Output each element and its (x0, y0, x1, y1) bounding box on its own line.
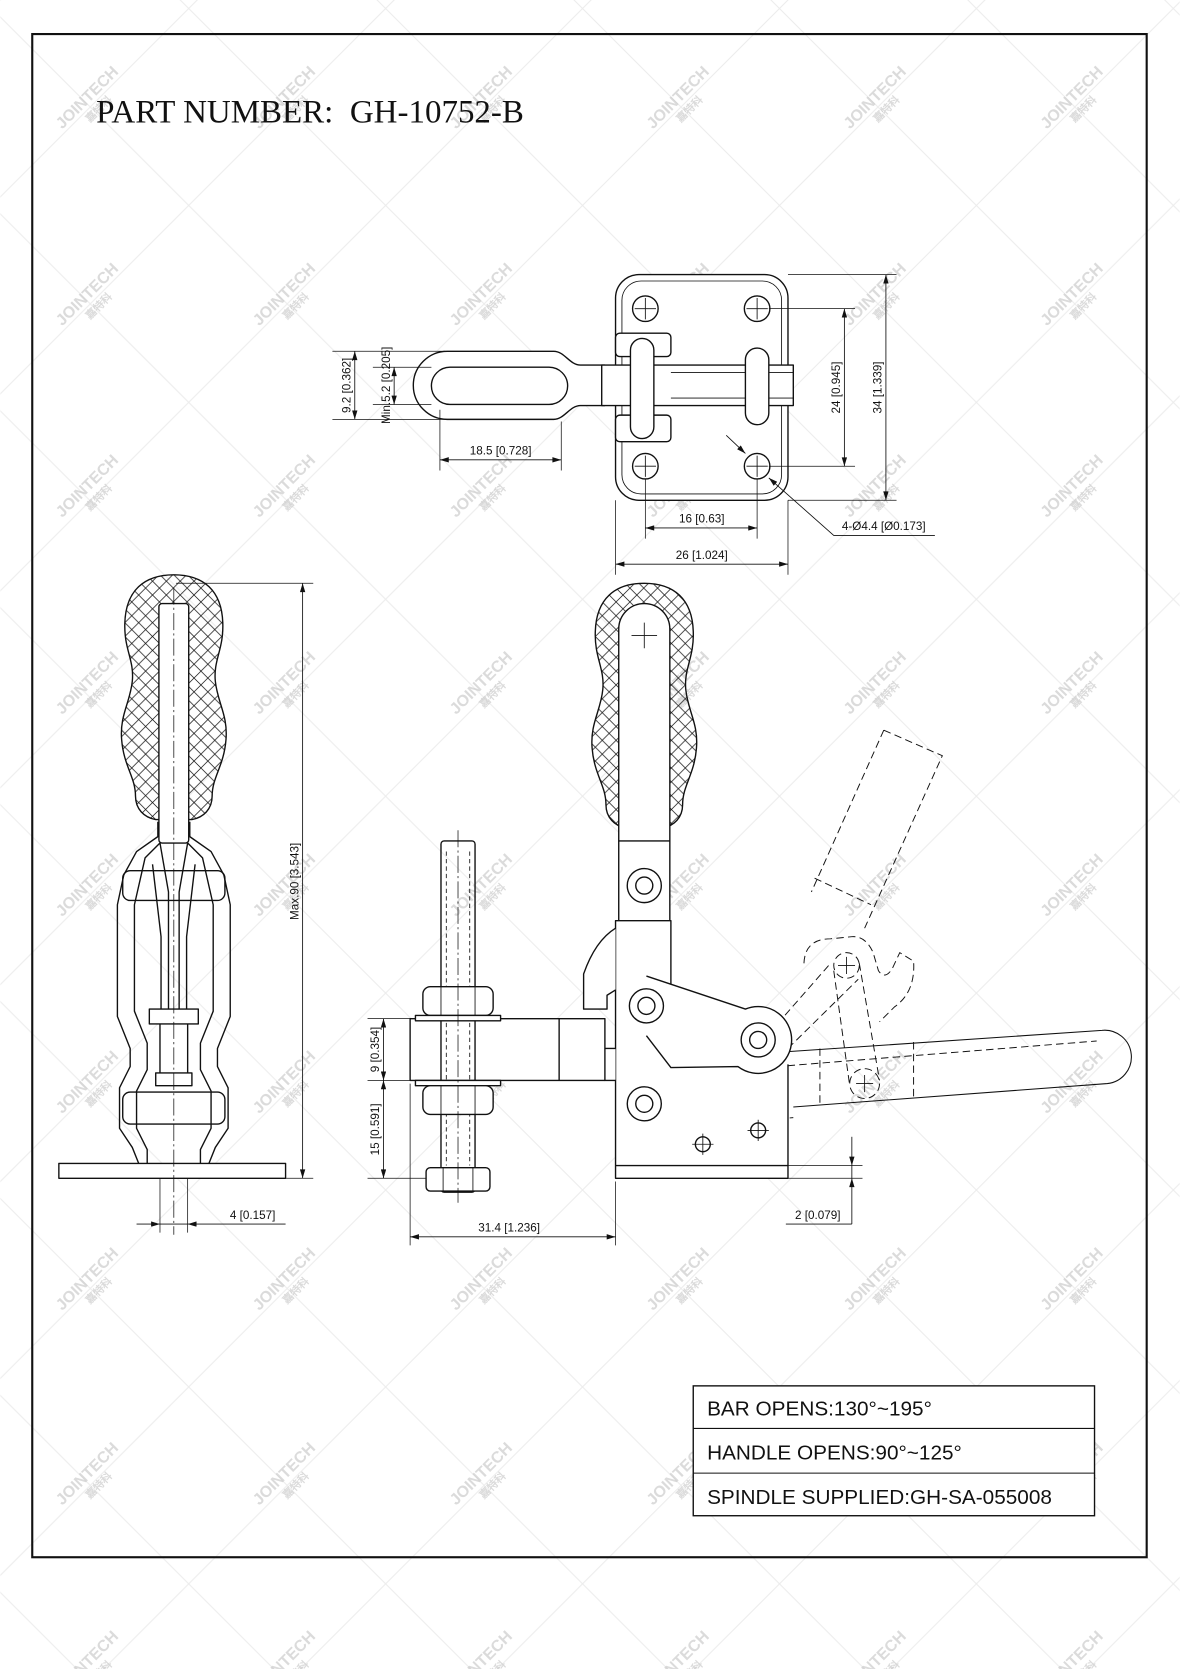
mounting-hole (631, 295, 659, 323)
clamp-bar-edge (670, 372, 794, 399)
dim-label: 9 [0.354] (369, 1027, 382, 1073)
pivot (626, 867, 663, 904)
dim-label: 18.5 [0.728] (470, 445, 532, 458)
grip-center-mark (631, 622, 658, 649)
base-foot (58, 1162, 287, 1179)
hex-nut-faces (440, 1085, 476, 1115)
part-number-title: PART NUMBER: GH-10752-B (96, 94, 524, 130)
dim-label: 4 [0.157] (230, 1209, 276, 1222)
base-hole-marks (692, 1119, 769, 1155)
pivot-pin (629, 337, 655, 440)
hole-center-marks (634, 298, 768, 477)
dim-label: 9.2 [0.362] (341, 358, 354, 413)
pivot-pin-head (748, 1030, 768, 1050)
side-plate-outer (189, 821, 231, 1164)
hole-leader (725, 435, 746, 454)
pivot-pin-head (635, 1094, 654, 1114)
spec-handle-opens: HANDLE OPENS:90°~125° (707, 1441, 962, 1464)
dim-label: 4-Ø4.4 [Ø0.173] (842, 520, 926, 533)
side-plate-outer (116, 821, 159, 1164)
lever-hook (582, 927, 616, 1010)
dim-label: 31.4 [1.236] (478, 1222, 540, 1235)
open-clamp-bar (787, 1029, 1132, 1108)
hex-nut-faces (440, 986, 476, 1016)
extension-lines (332, 274, 897, 575)
spec-bar-opens: BAR OPENS:130°~195° (707, 1398, 932, 1421)
side-plate-inner (133, 842, 161, 1164)
pivot (626, 1086, 663, 1122)
dim-label: 2 [0.079] (795, 1209, 841, 1222)
hole-leader (768, 477, 935, 536)
dim-label: Min.5.2 [0.205] (380, 347, 393, 424)
open-pivot (849, 1068, 880, 1099)
spindle-tip-nut-faces (442, 1167, 474, 1192)
side-view: Max.90 [3.543] 4 [0.157] (58, 574, 314, 1235)
side-plate-inner (187, 842, 214, 1164)
pivot-pin-head (637, 996, 656, 1016)
handle-loop-slot (430, 366, 569, 406)
dim-label: Max.90 [3.543] (288, 843, 301, 920)
pivot (740, 1022, 776, 1058)
spec-spindle-supplied: SPINDLE SUPPLIED:GH-SA-055008 (707, 1486, 1052, 1509)
drawing-border (31, 32, 1148, 1559)
link-arms (151, 842, 196, 1073)
top-view: 9.2 [0.362] Min.5.2 [0.205] 18.5 [0.728]… (332, 273, 935, 575)
open-link (776, 962, 880, 1086)
open-handle-outline (810, 729, 943, 929)
dim-label: 26 [1.024] (676, 549, 728, 562)
pivot (628, 988, 665, 1024)
clamping-bar (409, 1017, 606, 1082)
spec-table: BAR OPENS:130°~195° HANDLE OPENS:90°~125… (692, 1385, 1096, 1517)
dim-label: 24 [0.945] (830, 361, 843, 413)
pivot-pin (744, 347, 770, 426)
extension-lines (367, 1018, 863, 1246)
extension-lines (159, 582, 314, 1233)
dim-label: 16 [0.63] (679, 513, 725, 526)
front-view: 9 [0.354] 15 [0.591] 31.4 [1.236] 2 [0.0… (367, 582, 1132, 1246)
spec-table-frame (692, 1385, 1096, 1517)
pivot-pin-head (635, 876, 654, 895)
dim-label: 34 [1.339] (872, 361, 885, 413)
open-pivot-marks (838, 956, 874, 1093)
pivot-points (626, 867, 776, 1122)
open-lever (803, 936, 915, 1023)
dim-label: 15 [0.591] (369, 1103, 382, 1155)
